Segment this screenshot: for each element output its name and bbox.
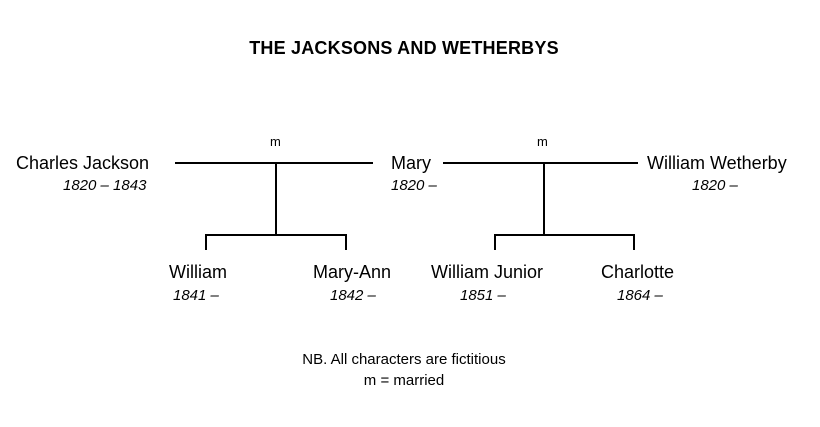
person-dates-william: 1841 – xyxy=(173,287,219,304)
person-dates-mary: 1820 – xyxy=(391,177,437,194)
person-name-william: William xyxy=(169,262,227,282)
person-name-william-wetherby: William Wetherby xyxy=(647,153,787,173)
person-dates-william-wetherby: 1820 – xyxy=(692,177,738,194)
person-dates-mary-ann: 1842 – xyxy=(330,287,376,304)
person-dates-charles-jackson: 1820 – 1843 xyxy=(63,177,147,194)
person-name-charlotte: Charlotte xyxy=(601,262,675,282)
person-dates-charlotte: 1864 – xyxy=(617,287,663,304)
note-legend: m = married xyxy=(363,372,445,389)
diagram-title: THE JACKSONS AND WETHERBYS xyxy=(249,38,559,58)
person-dates-william-junior: 1851 – xyxy=(460,287,506,304)
note-fictitious: NB. All characters are fictitious xyxy=(302,351,506,368)
person-name-mary: Mary xyxy=(391,153,431,173)
marriage-marker-1: m xyxy=(270,134,281,149)
person-name-william-junior: William Junior xyxy=(431,262,544,282)
person-name-charles-jackson: Charles Jackson xyxy=(16,153,150,173)
marriage-marker-2: m xyxy=(537,134,548,149)
person-name-mary-ann: Mary-Ann xyxy=(313,262,392,282)
